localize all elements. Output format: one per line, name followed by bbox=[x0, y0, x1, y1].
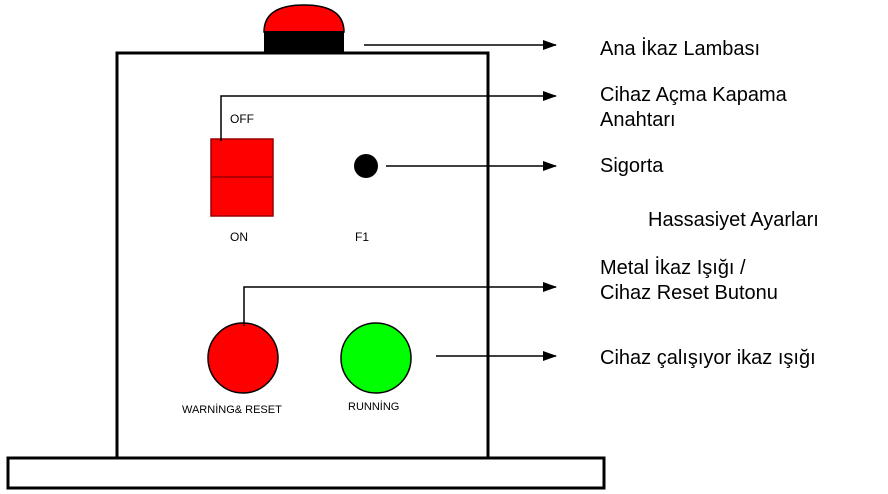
callout-power-switch-line1: Cihaz Açma Kapama bbox=[600, 84, 787, 106]
callout-sensitivity-settings: Hassasiyet Ayarları bbox=[648, 209, 819, 231]
device-body bbox=[115, 51, 490, 460]
callout-main-warning-lamp: Ana İkaz Lambası bbox=[600, 38, 761, 60]
main-warning-lamp bbox=[263, 4, 345, 53]
callout-running-light: Cihaz çalışıyor ikaz ışığı bbox=[600, 347, 816, 369]
arrow-metal-warning bbox=[243, 282, 557, 326]
base-plate bbox=[6, 456, 606, 490]
warning-reset-button[interactable] bbox=[207, 322, 279, 394]
callout-fuse: Sigorta bbox=[600, 155, 664, 177]
switch-on-label: ON bbox=[230, 230, 248, 244]
callout-metal-warning-line2: Cihaz Reset Butonu bbox=[600, 282, 778, 304]
switch-off-label: OFF bbox=[230, 112, 254, 126]
callout-power-switch-line2: Anahtarı bbox=[600, 109, 676, 131]
warning-reset-label: WARNİNG& RESET bbox=[182, 404, 282, 416]
power-switch[interactable] bbox=[210, 138, 274, 217]
callout-metal-warning-line1: Metal İkaz Işığı / bbox=[600, 257, 746, 279]
arrow-power-switch bbox=[220, 91, 557, 141]
running-label: RUNNİNG bbox=[348, 401, 400, 413]
running-light bbox=[340, 322, 412, 394]
fuse-label: F1 bbox=[355, 230, 370, 244]
fuse-f1 bbox=[354, 154, 378, 178]
